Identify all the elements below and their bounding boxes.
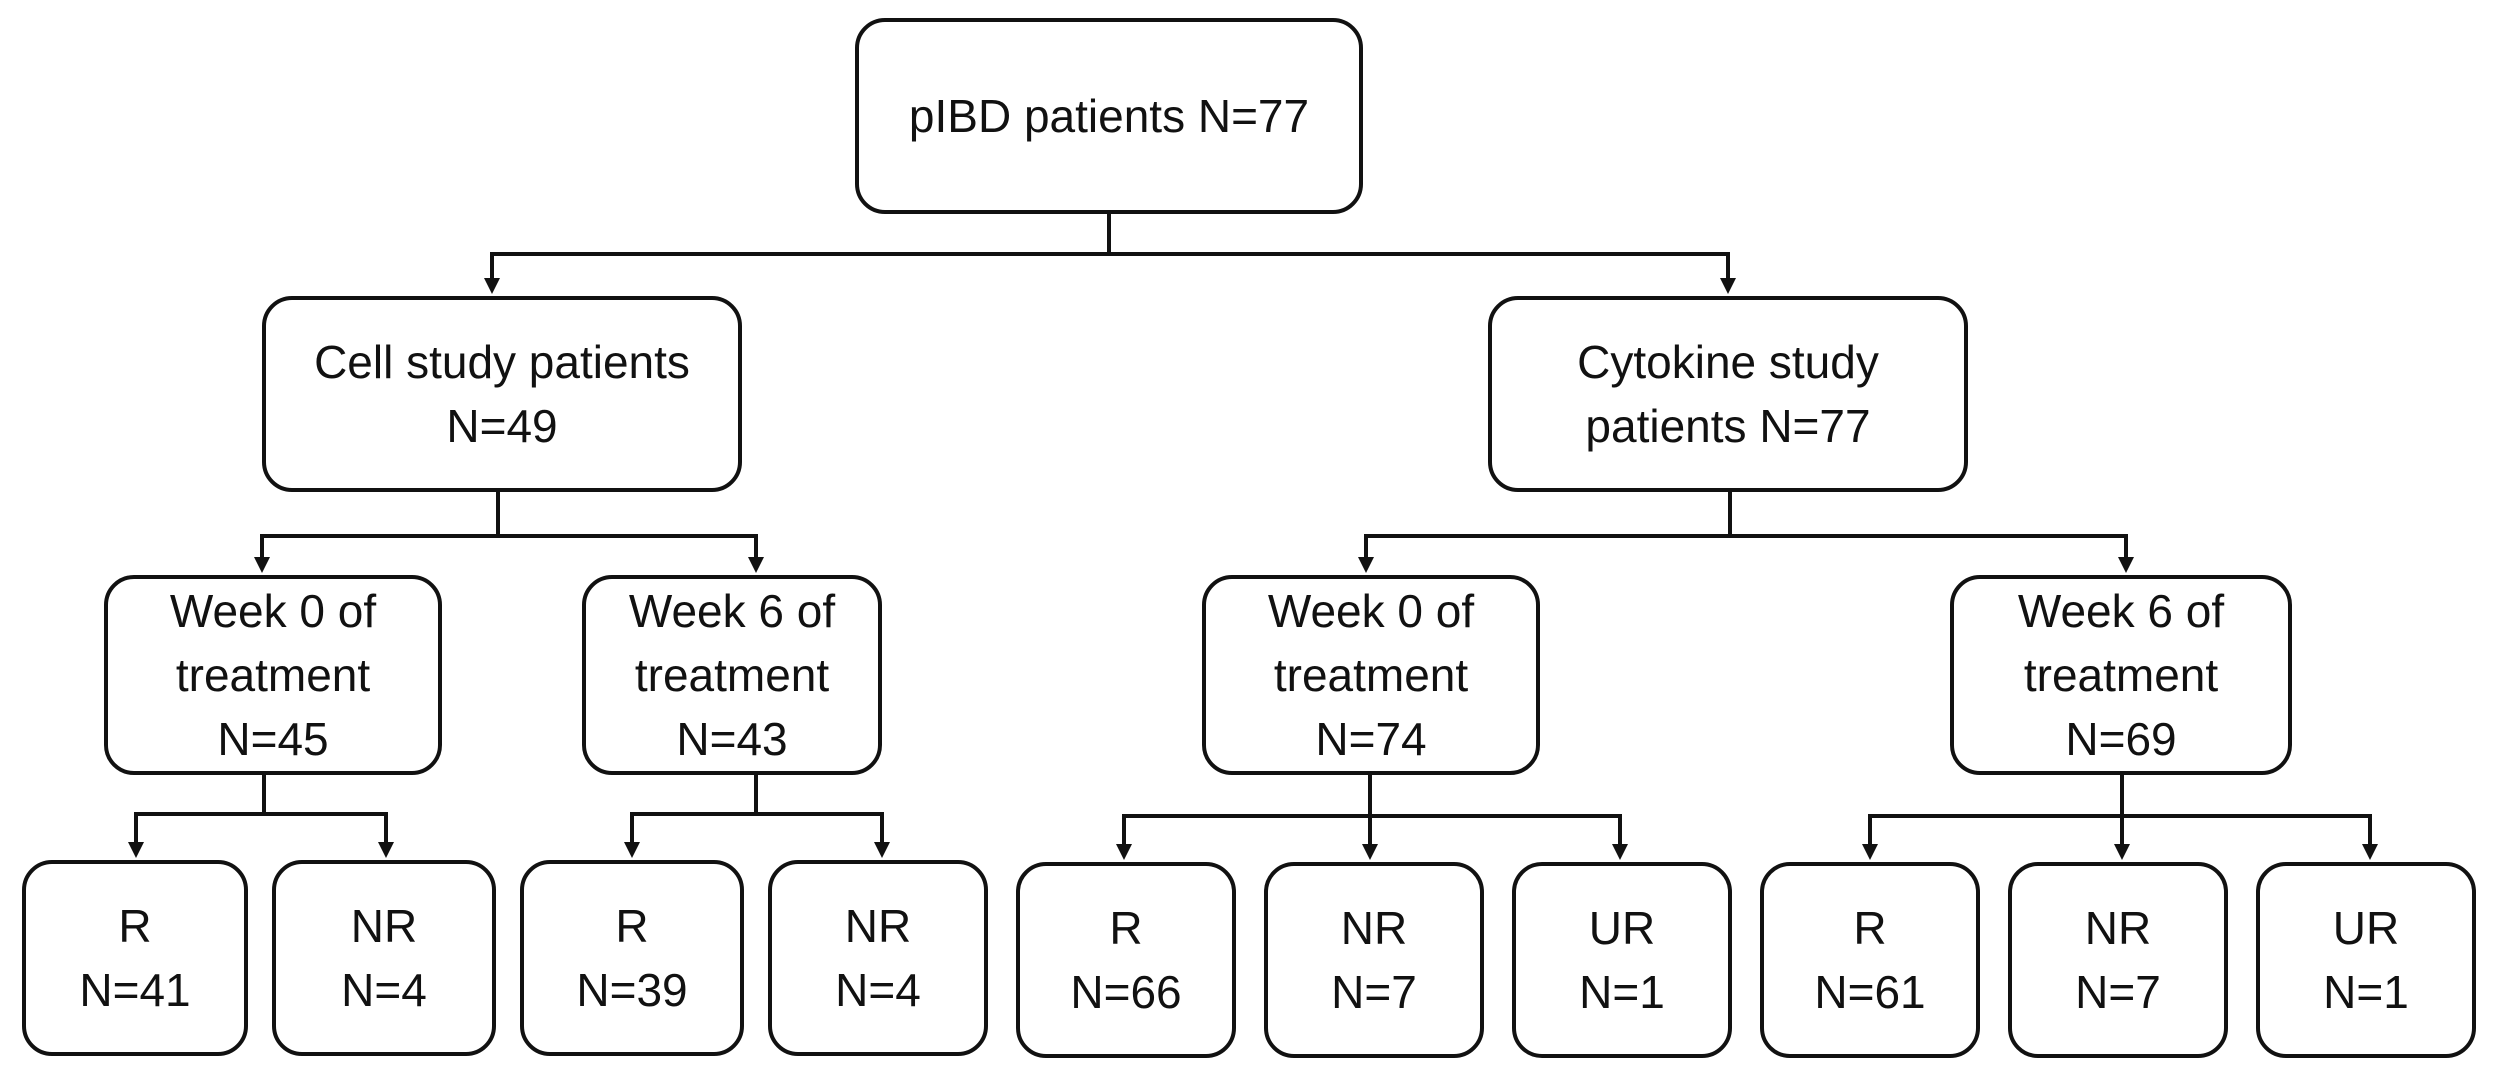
outcome-count: N=39 (576, 964, 688, 1016)
outcome-count: N=4 (341, 964, 427, 1016)
outcome-label: R (1853, 902, 1887, 954)
cytokine-week0-line-3: N=74 (1315, 713, 1427, 765)
cytokine-week6-ur-box: UR N=1 (2256, 862, 2476, 1058)
outcome-label: NR (2084, 902, 2152, 954)
cell-study-line-1: Cell study patients (314, 336, 690, 388)
arrow-head-icon (128, 842, 144, 858)
arrow-head-icon (1862, 844, 1878, 860)
cytokine-week0-line-1: Week 0 of (1267, 585, 1475, 637)
cell-week0-line-2: treatment (175, 649, 371, 701)
cell-week6-line-3: N=43 (676, 713, 788, 765)
arrow-head-icon (1358, 557, 1374, 573)
outcome-count: N=61 (1814, 966, 1926, 1018)
arrow-head-icon (484, 278, 500, 294)
arrow-head-icon (1362, 844, 1378, 860)
arrow-head-icon (748, 557, 764, 573)
cell-week0-r-box: R N=41 (22, 860, 248, 1056)
cytokine-week6-line-3: N=69 (2065, 713, 2177, 765)
cytokine-week0-box: Week 0 of treatment N=74 (1202, 575, 1540, 775)
cytokine-week6-box: Week 6 of treatment N=69 (1950, 575, 2292, 775)
arrow-head-icon (2114, 844, 2130, 860)
cytokine-week0-r-box: R N=66 (1016, 862, 1236, 1058)
arrow-head-icon (254, 557, 270, 573)
cell-study-box: Cell study patients N=49 (262, 296, 742, 492)
arrow-head-icon (2362, 844, 2378, 860)
arrow-head-icon (378, 842, 394, 858)
outcome-count: N=7 (1331, 966, 1417, 1018)
outcome-label: NR (350, 900, 418, 952)
root-box: pIBD patients N=77 (855, 18, 1363, 214)
cytokine-study-box: Cytokine study patients N=77 (1488, 296, 1968, 492)
arrow-head-icon (624, 842, 640, 858)
root-line-1: pIBD patients N=77 (908, 90, 1310, 142)
cell-week6-line-2: treatment (634, 649, 830, 701)
cell-week6-line-1: Week 6 of (628, 585, 836, 637)
cytokine-week6-r-box: R N=61 (1760, 862, 1980, 1058)
outcome-label: NR (1340, 902, 1408, 954)
outcome-count: N=66 (1070, 966, 1182, 1018)
arrow-head-icon (1116, 844, 1132, 860)
cell-week0-line-3: N=45 (217, 713, 329, 765)
cell-week6-nr-box: NR N=4 (768, 860, 988, 1056)
cell-week0-box: Week 0 of treatment N=45 (104, 575, 442, 775)
arrow-head-icon (2118, 557, 2134, 573)
outcome-count: N=41 (79, 964, 191, 1016)
outcome-label: R (615, 900, 649, 952)
cytokine-week6-nr-box: NR N=7 (2008, 862, 2228, 1058)
cell-week0-nr-box: NR N=4 (272, 860, 496, 1056)
outcome-label: R (1109, 902, 1143, 954)
outcome-count: N=4 (835, 964, 921, 1016)
outcome-count: N=1 (1579, 966, 1665, 1018)
outcome-label: R (118, 900, 152, 952)
cytokine-week6-line-1: Week 6 of (2017, 585, 2225, 637)
cytokine-week0-ur-box: UR N=1 (1512, 862, 1732, 1058)
cytokine-week6-line-2: treatment (2023, 649, 2219, 701)
arrow-head-icon (1612, 844, 1628, 860)
cell-week6-r-box: R N=39 (520, 860, 744, 1056)
arrow-head-icon (874, 842, 890, 858)
cytokine-study-line-1: Cytokine study (1577, 336, 1879, 388)
cytokine-study-line-2: patients N=77 (1585, 400, 1871, 452)
outcome-count: N=1 (2323, 966, 2409, 1018)
outcome-count: N=7 (2075, 966, 2161, 1018)
arrow-head-icon (1720, 278, 1736, 294)
outcome-label: UR (1588, 902, 1656, 954)
cytokine-week0-nr-box: NR N=7 (1264, 862, 1484, 1058)
cytokine-week0-line-2: treatment (1273, 649, 1469, 701)
outcome-label: UR (2332, 902, 2400, 954)
cell-study-line-2: N=49 (446, 400, 558, 452)
outcome-label: NR (844, 900, 912, 952)
cell-week0-line-1: Week 0 of (169, 585, 377, 637)
cell-week6-box: Week 6 of treatment N=43 (582, 575, 882, 775)
